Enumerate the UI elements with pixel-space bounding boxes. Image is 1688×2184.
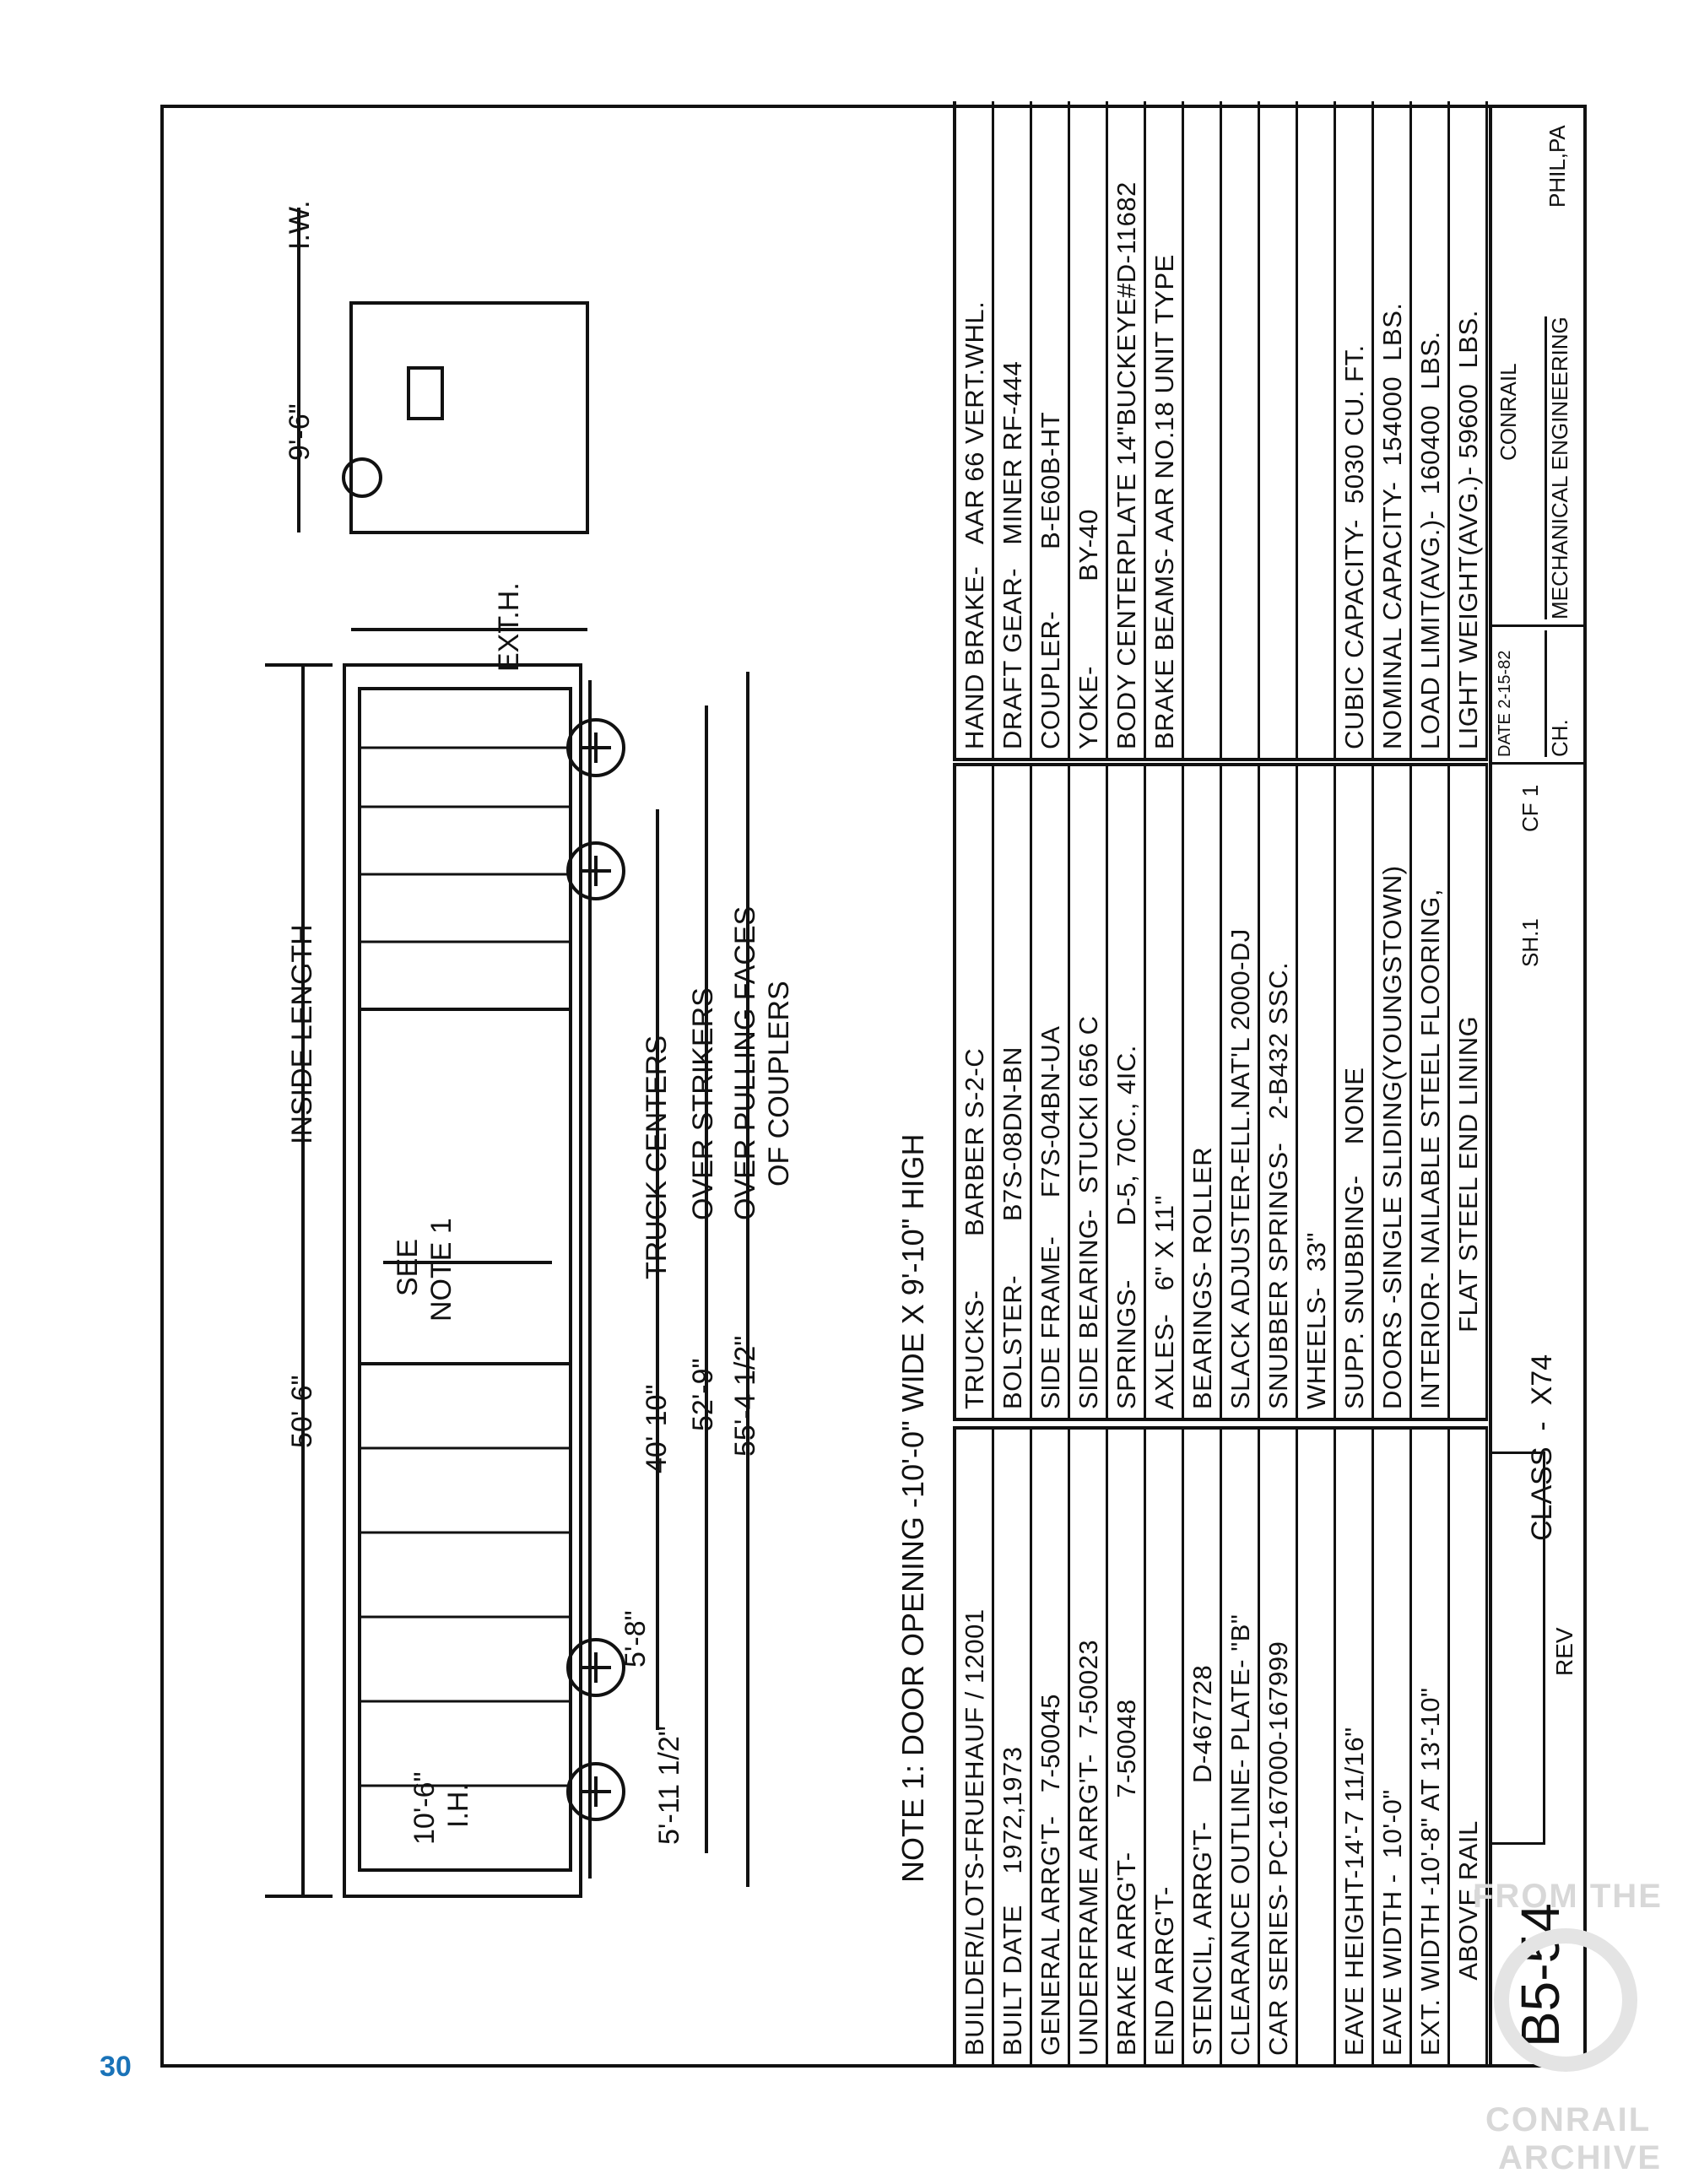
ch-label: CH. <box>1545 630 1573 757</box>
table-row: ABOVE RAIL <box>1450 1430 1488 2064</box>
table-row: DRAFT GEAR- MINER RF-444 <box>994 101 1032 758</box>
table-row: BUILDER/LOTS-FRUEHAUF / 12001 <box>956 1430 994 2064</box>
table-row: FLAT STEEL END LINING <box>1450 766 1488 1418</box>
label-9-6: 9'-6" <box>284 403 316 461</box>
label-52-9: 52'-9" <box>687 1358 719 1431</box>
table-row: SIDE FRAME- F7S-04BN-UA <box>1032 766 1070 1418</box>
table-row: CLEARANCE OUTLINE- PLATE- "B" <box>1222 1430 1260 2064</box>
watermark-from-the: FROM THE <box>1473 1878 1663 1915</box>
date-label: DATE 2-15-82 <box>1496 650 1514 757</box>
label-ih: I.H. <box>442 1783 474 1828</box>
wheel-truck-a <box>566 1638 625 1821</box>
label-see-note-2: NOTE 1 <box>425 1218 457 1322</box>
table-row: EXT. WIDTH -10'-8" AT 13'-10" <box>1412 1430 1450 2064</box>
company-name: CONRAIL <box>1496 363 1521 461</box>
table-row: BRAKE ARRG'T- 7-50048 <box>1108 1430 1146 2064</box>
table-row: SNUBBER SPRINGS- 2-B432 SSC. <box>1260 766 1298 1418</box>
table-row: LOAD LIMIT(AVG.)- 160400 LBS. <box>1412 101 1450 758</box>
table-row: DOORS -SINGLE SLIDING(YOUNGSTOWN) <box>1374 766 1412 1418</box>
label-40-10: 40'-10" <box>641 1384 673 1473</box>
drawing-sheet: INSIDE LENGTH 50'-6" SEE NOTE 1 TRUCK CE… <box>160 101 1590 2068</box>
table-row <box>1260 101 1298 758</box>
table-row: AXLES- 6" X 11" <box>1146 766 1184 1418</box>
table-row: BRAKE BEAMS- AAR NO.18 UNIT TYPE <box>1146 101 1184 758</box>
label-5-8: 5'-8" <box>619 1610 652 1668</box>
department: MECHANICAL ENGINEERING <box>1545 316 1573 619</box>
table-row: COUPLER- B-E60B-HT <box>1032 101 1070 758</box>
table-row: STENCIL, ARRG'T- D-467728 <box>1184 1430 1222 2064</box>
table-row: BOLSTER- B7S-08DN-BN <box>994 766 1032 1418</box>
table-row: TRUCKS- BARBER S-2-C <box>956 766 994 1418</box>
table-row: END ARRG'T- <box>1146 1430 1184 2064</box>
label-inside-length: INSIDE LENGTH <box>286 924 318 1144</box>
table-row: YOKE- BY-40 <box>1070 101 1108 758</box>
sheet-label: SH.1 <box>1518 918 1543 967</box>
label-5-11: 5'-11 1/2" <box>653 1726 685 1845</box>
label-of-couplers: OF COUPLERS <box>763 981 795 1187</box>
car-end-view <box>349 301 589 534</box>
label-55-4: 55'-4 1/2" <box>729 1336 761 1457</box>
table-row <box>1222 101 1260 758</box>
table-row: UNDERFRAME ARRG'T- 7-50023 <box>1070 1430 1108 2064</box>
table-row: SPRINGS- D-5, 70C., 4IC. <box>1108 766 1146 1418</box>
table-row: GENERAL ARRG'T- 7-50045 <box>1032 1430 1070 2064</box>
location: PHIL,PA <box>1545 125 1570 208</box>
label-ext-h: EXT.H. <box>493 582 525 672</box>
table-row: CAR SERIES- PC-167000-167999 <box>1260 1430 1298 2064</box>
label-truck-centers: TRUCK CENTERS <box>641 1035 673 1279</box>
note-1: NOTE 1: DOOR OPENING -10'-0" WIDE X 9'-1… <box>895 1134 930 1883</box>
table-row: LIGHT WEIGHT(AVG.)- 59600 LBS. <box>1450 101 1488 758</box>
watermark-archive: ARCHIVE <box>1498 2139 1663 2176</box>
label-ih-value: 10'-6" <box>408 1771 441 1845</box>
table-row: EAVE HEIGHT-14'-7 11/16" <box>1336 1430 1374 2064</box>
class-label: CLASS - X74 <box>1526 1354 1558 1541</box>
title-block: B5-54 REV CLASS - X74 SH.1 CF 1 DATE 2-1… <box>1489 105 1590 2064</box>
table-row: BEARINGS- ROLLER <box>1184 766 1222 1418</box>
table-row: HAND BRAKE- AAR 66 VERT.WHL. <box>956 101 994 758</box>
cf-label: CF 1 <box>1518 784 1543 832</box>
date-box: DATE 2-15-82 CH. <box>1492 624 1587 765</box>
table-row: BUILT DATE 1972,1973 <box>994 1430 1032 2064</box>
page-number: 30 <box>100 2051 132 2083</box>
label-iw: I.W. <box>284 200 316 250</box>
table-row <box>1298 101 1336 758</box>
watermark-logo <box>1494 1928 1637 2072</box>
table-row: CUBIC CAPACITY- 5030 CU. FT. <box>1336 101 1374 758</box>
car-drawing: INSIDE LENGTH 50'-6" SEE NOTE 1 TRUCK CE… <box>265 200 930 1898</box>
label-over-pulling: OVER PULLING FACES <box>729 906 761 1220</box>
watermark-conrail: CONRAIL <box>1485 2101 1652 2138</box>
table-row: INTERIOR- NAILABLE STEEL FLOORING, <box>1412 766 1450 1418</box>
label-see-note: SEE <box>392 1239 424 1296</box>
table-row: SUPP. SNUBBING- NONE <box>1336 766 1374 1418</box>
table-row: EAVE WIDTH - 10'-0" <box>1374 1430 1412 2064</box>
wheel-truck-b <box>566 718 625 900</box>
table-row: WHEELS- 33" <box>1298 766 1336 1418</box>
table-row: NOMINAL CAPACITY- 154000 LBS. <box>1374 101 1412 758</box>
table-row: SLACK ADJUSTER-ELL.NAT'L 2000-DJ <box>1222 766 1260 1418</box>
label-over-strikers: OVER STRIKERS <box>687 987 719 1220</box>
table-row <box>1184 101 1222 758</box>
table-row: SIDE BEARING- STUCKI 656 C <box>1070 766 1108 1418</box>
table-row <box>1298 1430 1336 2064</box>
label-50-6: 50'-6" <box>286 1375 318 1448</box>
table-brake-capacity: HAND BRAKE- AAR 66 VERT.WHL.DRAFT GEAR- … <box>953 101 1488 761</box>
rev-label: REV <box>1551 1627 1577 1676</box>
table-row: BODY CENTERPLATE 14"BUCKEYE#D-11682 <box>1108 101 1146 758</box>
car-body-side-view <box>343 663 582 1898</box>
